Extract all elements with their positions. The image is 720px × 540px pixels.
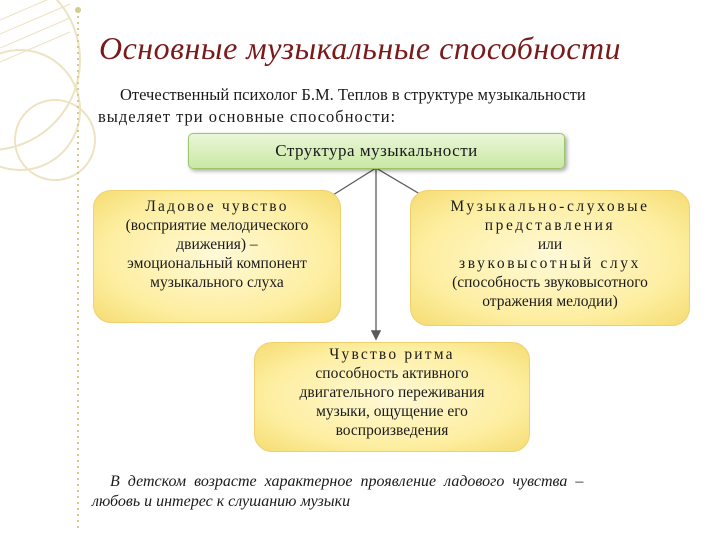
footer-note: В детском возрасте характерное проявлени…: [92, 472, 692, 512]
structure-box: Структура музыкальности: [188, 133, 565, 169]
note-line: любовь и интерес к слушанию музыки: [92, 493, 351, 510]
ability-box-modal-sense: Ладовое чувство (восприятие мелодическог…: [93, 190, 341, 323]
ability-text-line: (способность звуковысотного: [452, 274, 648, 291]
ability-text-line: воспроизведения: [335, 422, 449, 439]
ability-text-line: двигательного переживания: [299, 384, 485, 401]
note-line: В детском возрасте характерное проявлени…: [110, 473, 584, 490]
ability-text-line: или: [537, 236, 563, 253]
ability-heading: Ладовое чувство: [145, 198, 289, 215]
ability-text-line: (восприятие мелодического: [125, 217, 309, 234]
intro-text: Отечественный психолог Б.М. Теплов в стр…: [98, 84, 698, 128]
ability-heading-alt: звуковысотный слух: [459, 255, 641, 272]
ability-text-line: отражения мелодии): [482, 293, 618, 310]
ability-text-line: музыкального слуха: [150, 274, 284, 291]
intro-line: выделяет три основные способности:: [98, 107, 397, 126]
ability-text-line: музыки, ощущение его: [316, 403, 468, 420]
ability-heading: представления: [484, 217, 616, 234]
intro-line: Отечественный психолог Б.М. Теплов в стр…: [120, 85, 586, 104]
ability-text-line: эмоциональный компонент: [127, 255, 307, 272]
ability-box-auditory-representations: Музыкально-слуховые представления или зв…: [410, 190, 690, 326]
slide-title: Основные музыкальные способности: [98, 30, 622, 66]
ability-text-line: способность активного: [315, 365, 469, 382]
ability-box-rhythm: Чувство ритма способность активного двиг…: [254, 342, 530, 452]
ability-heading: Чувство ритма: [329, 346, 455, 363]
ability-text-line: движения) –: [176, 236, 258, 253]
ability-heading: Музыкально-слуховые: [450, 198, 650, 215]
